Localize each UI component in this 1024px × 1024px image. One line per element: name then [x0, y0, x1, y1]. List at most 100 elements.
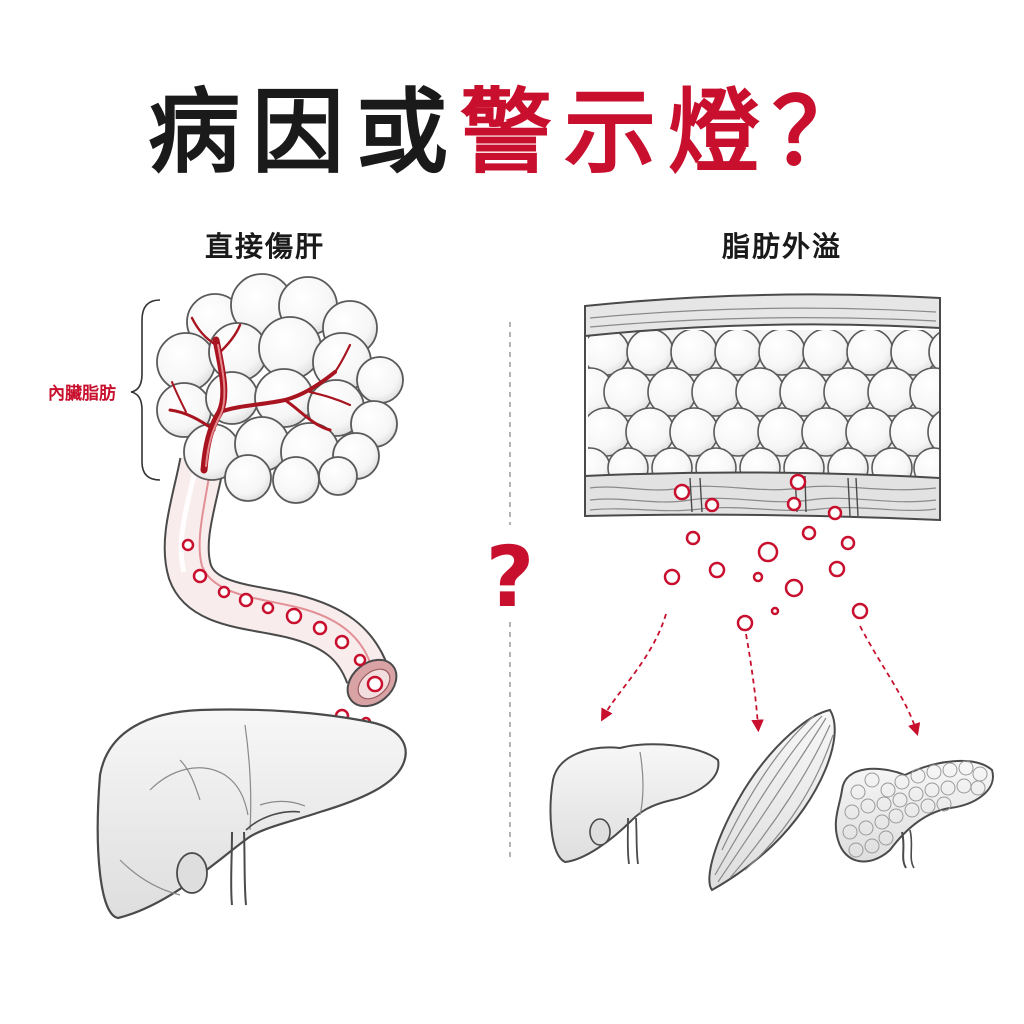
- fat-droplet: [192, 568, 208, 584]
- small-gallbladder: [589, 818, 611, 846]
- fat-droplet: [704, 497, 720, 513]
- liver-icon: [96, 708, 407, 920]
- pancreas-lobule: [848, 842, 864, 858]
- fat-cell: [783, 447, 825, 476]
- muscle-fiber-5: [721, 715, 815, 851]
- fat-spillover-group: [549, 293, 994, 892]
- fat-droplet: [784, 578, 804, 598]
- spilled-fat-droplets: [663, 473, 869, 632]
- pancreas-lobule: [908, 786, 924, 802]
- fat-cell: [695, 447, 737, 476]
- pancreas-lobule: [904, 802, 920, 818]
- liver-vein-line: [149, 767, 249, 816]
- small-liver-vessel-1: [626, 817, 630, 865]
- gallbladder: [176, 852, 208, 894]
- pancreas-lobule: [860, 798, 876, 814]
- pancreas-lobule: [926, 764, 942, 780]
- muscle-fiber-4: [744, 734, 834, 871]
- pancreas-lobule: [876, 796, 892, 812]
- pancreas-lobule: [888, 808, 904, 824]
- center-question-mark: ?: [486, 528, 535, 626]
- fat-cell: [913, 447, 940, 476]
- fat-cell: [927, 410, 940, 454]
- liver-vein-twig: [179, 759, 201, 801]
- muscle-icon: [708, 708, 836, 892]
- fat-droplet: [801, 525, 817, 541]
- pancreas-icon: [834, 759, 994, 869]
- pancreas-lobule: [858, 820, 874, 836]
- tissue-bottom-fiber-1: [589, 485, 937, 491]
- liver-ligament-line: [259, 800, 306, 807]
- vessel-twig-left: [171, 381, 187, 413]
- liver-vessel-branch: [245, 810, 301, 831]
- fat-droplet: [828, 560, 846, 578]
- pancreas-lobule: [940, 780, 956, 796]
- vessel-highlight: [205, 344, 226, 467]
- fat-droplet: [757, 541, 779, 563]
- pancreas-lobule: [924, 782, 940, 798]
- liver-vessel-2: [243, 831, 247, 906]
- vessel-twig-far-right: [333, 343, 352, 374]
- small-liver-body: [549, 743, 720, 864]
- pancreas-lobule: [894, 774, 910, 790]
- fat-droplet: [827, 505, 843, 521]
- fat-cell: [272, 456, 320, 504]
- pancreas-lobule: [864, 838, 880, 854]
- tube-droplets: [181, 538, 384, 693]
- left-heading: 直接傷肝: [205, 230, 325, 263]
- muscle-fiber-1: [717, 717, 827, 883]
- pancreatic-duct-wall: [909, 829, 915, 869]
- vessel-twig-top-left: [190, 316, 218, 347]
- vessel-branch-left: [168, 408, 216, 432]
- fat-droplet: [663, 568, 681, 586]
- fat-cell: [607, 447, 649, 476]
- fat-tissue-icon: [584, 293, 941, 522]
- brace-icon: [130, 299, 161, 481]
- pancreas-lobule: [874, 814, 890, 830]
- pancreas-lobule: [892, 792, 908, 808]
- arrow-to-pancreas: [859, 625, 921, 737]
- tube-highlight: [178, 465, 199, 573]
- fat-droplet: [752, 571, 764, 583]
- visceral-fat-cluster-icon: [156, 273, 404, 504]
- fat-droplet: [840, 535, 856, 551]
- pancreas-lobule: [878, 830, 894, 846]
- title-part-red: 警示燈？: [460, 79, 876, 186]
- pancreas-lobule: [844, 804, 860, 820]
- fat-droplet: [285, 607, 303, 625]
- fat-droplet: [181, 538, 195, 552]
- pancreatic-duct: [901, 831, 907, 869]
- title-part-black: 病因或: [148, 79, 460, 186]
- tissue-top-layer: [584, 293, 941, 338]
- muscle-fiber-2: [729, 724, 831, 879]
- pancreas-lobule: [936, 796, 952, 812]
- arrow-to-liver: [601, 613, 667, 722]
- pancreas-lobule: [920, 798, 936, 814]
- fat-cell: [318, 456, 358, 496]
- fat-droplet: [736, 614, 754, 632]
- fat-cell: [871, 447, 913, 476]
- visceral-fat-label: 內臟脂肪: [48, 383, 116, 404]
- pancreas-lobule: [880, 782, 896, 798]
- liver-body: [96, 708, 407, 920]
- vessel-branch-lower-right: [283, 398, 332, 432]
- fat-droplet: [366, 675, 384, 693]
- arrow-to-muscle: [745, 633, 764, 733]
- fat-droplet: [238, 592, 254, 608]
- tissue-leak-channels: [689, 475, 859, 517]
- muscle-body: [708, 708, 836, 892]
- fat-droplet: [353, 653, 367, 667]
- liver-shade-line: [119, 859, 181, 896]
- fat-droplet: [789, 473, 807, 491]
- fat-cell: [827, 447, 869, 476]
- pancreas-lobule: [850, 784, 866, 800]
- fat-droplet: [770, 606, 780, 616]
- small-liver-vessel-2: [635, 817, 639, 865]
- tissue-top-fiber-1: [589, 307, 937, 319]
- page-title: 病因或警示燈？: [148, 79, 876, 186]
- fat-droplet: [217, 585, 231, 599]
- tissue-top-fiber-2: [589, 317, 937, 328]
- fat-cell: [356, 356, 404, 404]
- fat-droplet: [334, 634, 350, 650]
